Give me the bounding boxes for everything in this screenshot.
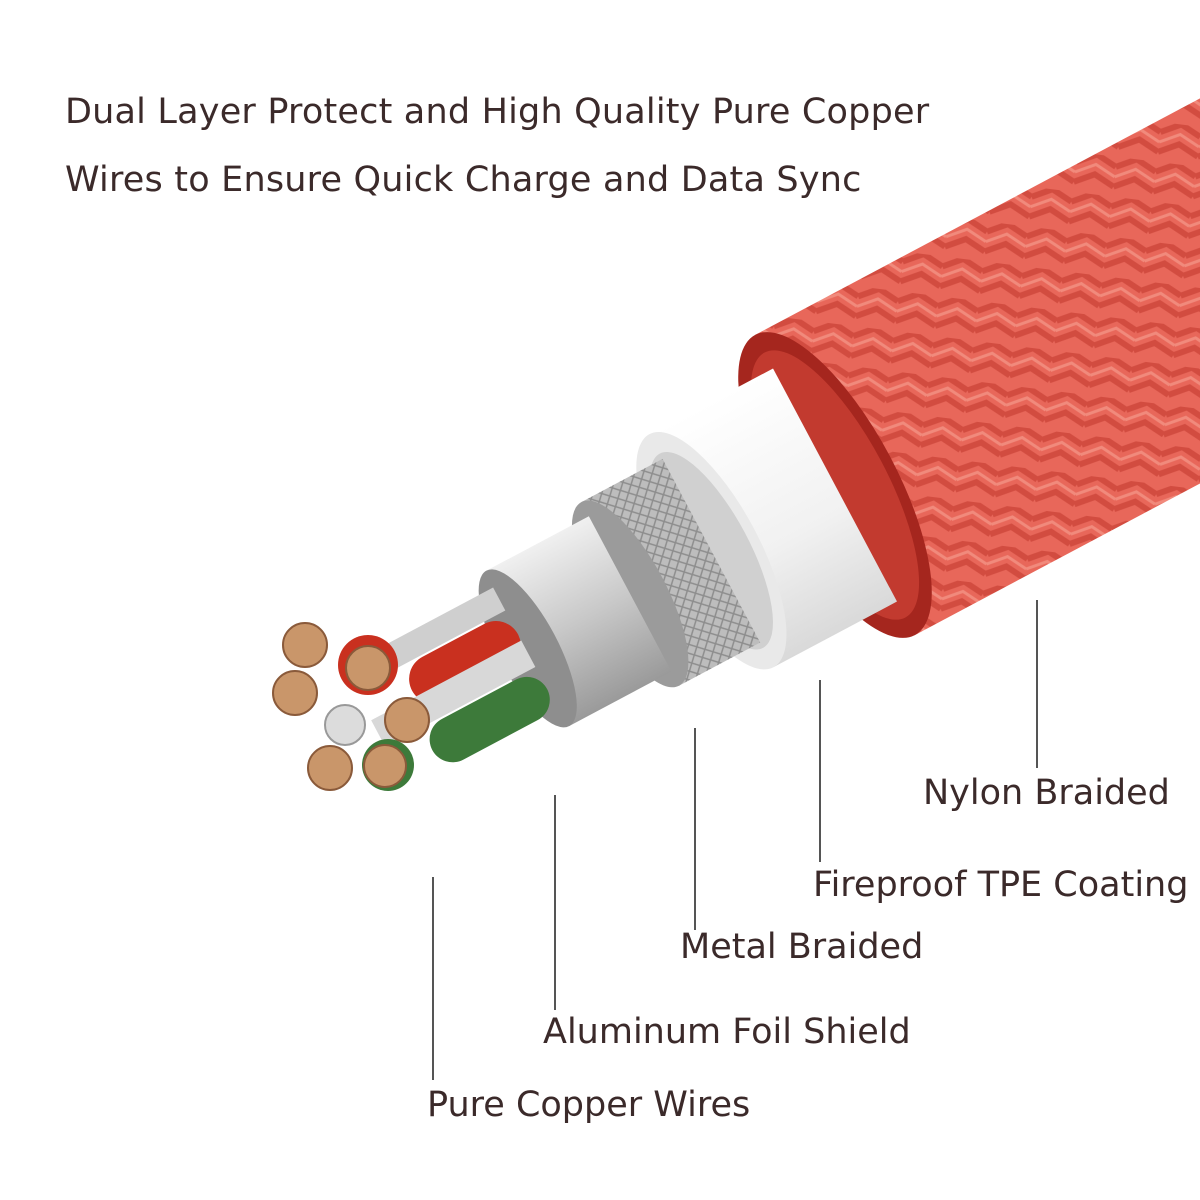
nylon-leader-line xyxy=(1036,600,1038,768)
label-fireproof-tpe: Fireproof TPE Coating xyxy=(813,865,1189,905)
tpe-leader-line xyxy=(819,680,821,862)
label-nylon-braided: Nylon Braided xyxy=(923,773,1170,813)
heading-line-1: Dual Layer Protect and High Quality Pure… xyxy=(65,92,930,132)
copper-leader-line xyxy=(432,877,434,1080)
heading-line-2: Wires to Ensure Quick Charge and Data Sy… xyxy=(65,160,862,200)
label-pure-copper: Pure Copper Wires xyxy=(427,1085,751,1125)
label-metal-braided: Metal Braided xyxy=(680,927,924,967)
label-aluminum-foil: Aluminum Foil Shield xyxy=(543,1012,911,1052)
wire-ends xyxy=(272,622,430,791)
foil-leader-line xyxy=(554,795,556,1010)
metal-leader-line xyxy=(694,728,696,930)
